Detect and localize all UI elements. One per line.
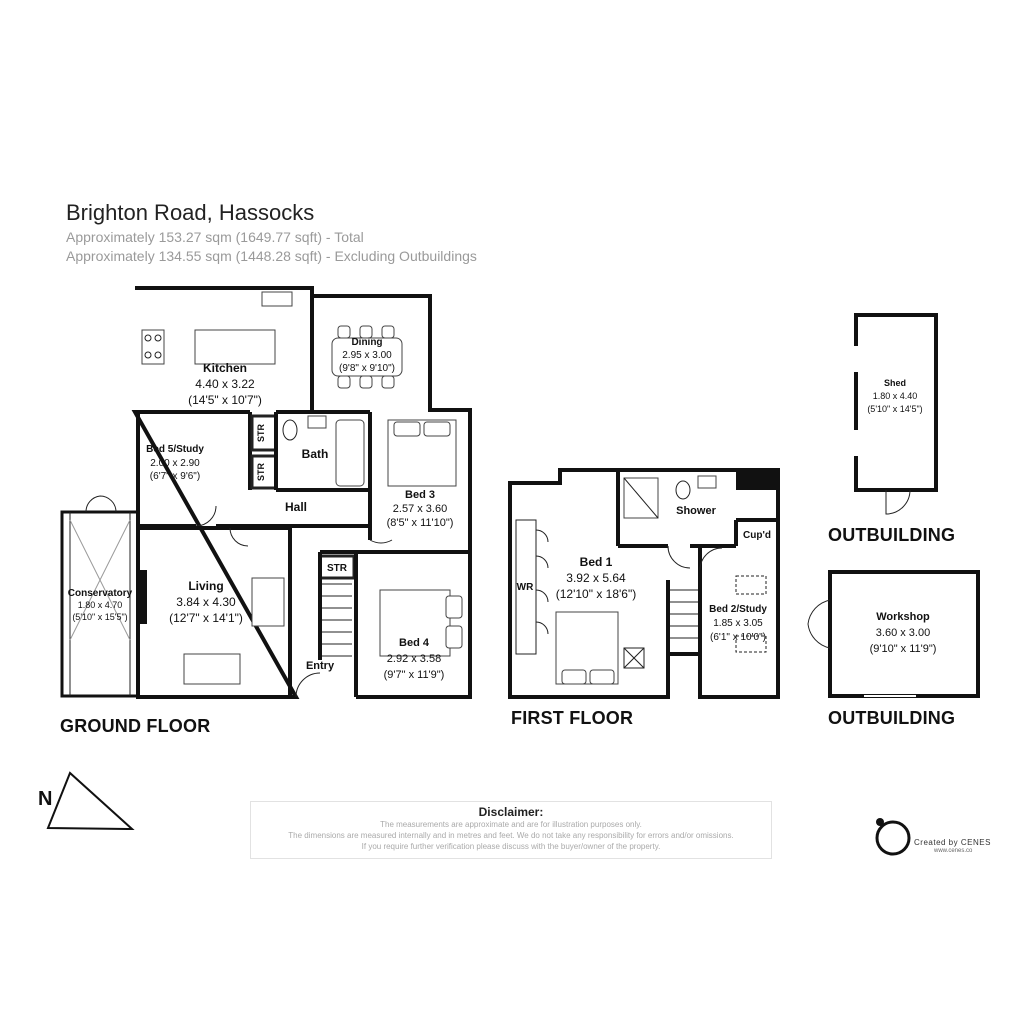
area-excluding-outbuildings: Approximately 134.55 sqm (1448.28 sqft) … — [66, 248, 477, 264]
hall-name: Hall — [285, 500, 307, 514]
bed5-name: Bed 5/Study — [146, 444, 204, 455]
dining-metric: 2.95 x 3.00 — [342, 350, 392, 361]
bed1-imperial: (12'10" x 18'6") — [556, 587, 636, 601]
outbuilding-shed-label: OUTBUILDING — [828, 525, 956, 545]
shed-plan — [854, 313, 938, 515]
bath-name: Bath — [302, 447, 329, 461]
shed-name: Shed — [884, 378, 906, 388]
bed2-imperial: (6'1" x 10'0") — [710, 632, 766, 643]
living-imperial: (12'7" x 14'1") — [169, 611, 243, 625]
north-label: N — [38, 788, 52, 810]
first-floor-plan — [508, 468, 780, 699]
shower-name: Shower — [676, 505, 716, 517]
disclaimer-line-1: The measurements are approximate and are… — [380, 820, 642, 829]
disclaimer-title: Disclaimer: — [478, 805, 544, 819]
north-compass — [46, 771, 135, 831]
dining-imperial: (9'8" x 9'10") — [339, 363, 395, 374]
kitchen-metric: 4.40 x 3.22 — [195, 377, 255, 391]
disclaimer-line-2: The dimensions are measured internally a… — [288, 831, 734, 840]
bed2-name: Bed 2/Study — [709, 604, 767, 615]
bed2-metric: 1.85 x 3.05 — [713, 618, 763, 629]
conservatory-metric: 1.80 x 4.70 — [78, 600, 123, 610]
bed4-name: Bed 4 — [399, 637, 430, 649]
brand-url: www.cenes.co — [934, 848, 973, 854]
first-floor-label: FIRST FLOOR — [511, 708, 634, 728]
workshop-metric: 3.60 x 3.00 — [876, 627, 930, 639]
workshop-plan — [807, 570, 980, 698]
str-label-2: STR — [256, 462, 266, 481]
conservatory-name: Conservatory — [68, 588, 133, 599]
bed1-name: Bed 1 — [580, 555, 613, 569]
bed1-metric: 3.92 x 5.64 — [566, 571, 626, 585]
bed5-metric: 2.00 x 2.90 — [150, 458, 200, 469]
str-label-1: STR — [256, 423, 266, 442]
room-labels: Kitchen 4.40 x 3.22 (14'5" x 10'7") Dini… — [38, 337, 936, 810]
ground-floor-label: GROUND FLOOR — [60, 716, 211, 736]
workshop-name: Workshop — [876, 611, 930, 623]
workshop-imperial: (9'10" x 11'9") — [870, 643, 937, 655]
shed-metric: 1.80 x 4.40 — [873, 391, 918, 401]
shed-imperial: (5'10" x 14'5") — [867, 404, 922, 414]
conservatory-imperial: (5'10" x 15'5") — [72, 612, 127, 622]
kitchen-imperial: (14'5" x 10'7") — [188, 393, 262, 407]
bed4-metric: 2.92 x 3.58 — [387, 653, 441, 665]
ground-floor-plan — [60, 286, 472, 699]
disclaimer-line-3: If you require further verification plea… — [361, 842, 661, 851]
outbuilding-workshop-label: OUTBUILDING — [828, 708, 956, 728]
living-name: Living — [188, 579, 223, 593]
wr-name: WR — [517, 582, 534, 593]
cenes-logo — [875, 818, 911, 856]
bed5-imperial: (6'7" x 9'6") — [150, 471, 200, 482]
kitchen-name: Kitchen — [203, 361, 247, 375]
bed3-imperial: (8'5" x 11'10") — [387, 517, 454, 529]
dining-name: Dining — [351, 337, 382, 348]
bed3-name: Bed 3 — [405, 489, 435, 501]
living-metric: 3.84 x 4.30 — [176, 595, 236, 609]
area-total: Approximately 153.27 sqm (1649.77 sqft) … — [66, 229, 364, 245]
bed4-imperial: (9'7" x 11'9") — [384, 669, 445, 681]
bed3-metric: 2.57 x 3.60 — [393, 503, 447, 515]
brand-name: Created by CENES — [914, 838, 991, 847]
cupd-name: Cup'd — [743, 530, 771, 541]
str-label-3: STR — [327, 563, 348, 574]
entry-name: Entry — [306, 660, 335, 672]
disclaimer-box: Disclaimer: The measurements are approxi… — [250, 801, 772, 859]
property-title: Brighton Road, Hassocks — [66, 200, 315, 225]
